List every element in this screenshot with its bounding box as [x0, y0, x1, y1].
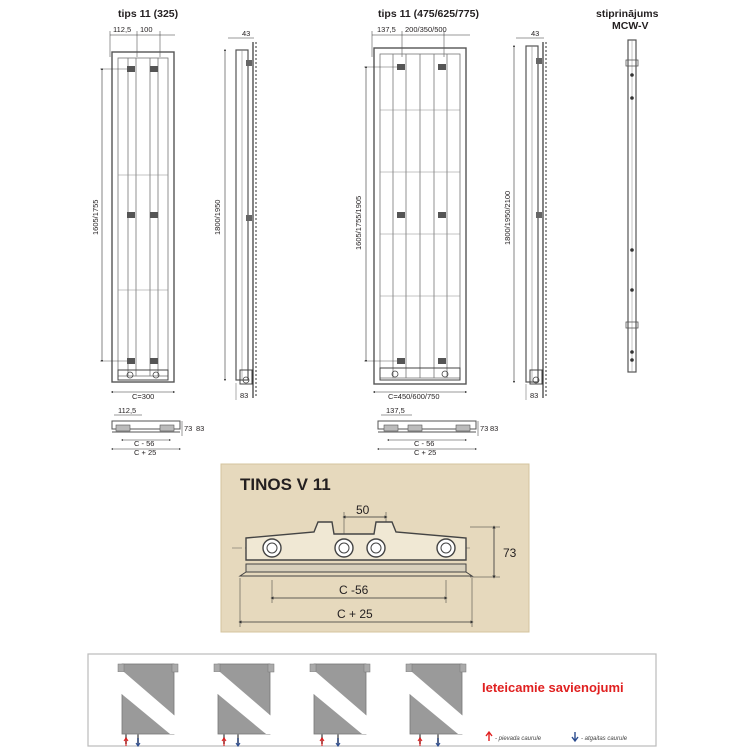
dim-c300: C=300	[132, 392, 154, 401]
detail-panel: TINOS V 11 50 73 C -56 C	[220, 463, 530, 633]
plan-dim-top: 112,5	[118, 406, 136, 415]
dim-height-r: 1605/1755/1905	[354, 196, 363, 250]
legend-supply-label: - pievada caurule	[495, 736, 542, 742]
legend-supply: - pievada caurule	[485, 730, 542, 742]
bracket-title-1: stiprinājums	[596, 8, 659, 20]
plan-dim-c25: C + 25	[134, 448, 156, 457]
plan-dim-73-r: 73	[480, 424, 488, 433]
dim-top-b-r: 200/350/500	[405, 25, 447, 34]
return-arrow-icon	[235, 738, 241, 747]
connections-legend: Ieteicamie savienojumi - pievada caurule…	[87, 653, 657, 747]
front-view-325: tips 11 (325) 112,5 100 1605/1755	[91, 8, 178, 401]
bracket-title-2: MCW-V	[612, 20, 649, 32]
connection-variant-4	[400, 663, 470, 747]
plan-dim-c56-r: C - 56	[414, 439, 434, 448]
legend-return-label: - atgaitas caurule	[581, 736, 628, 742]
detail-title: TINOS V 11	[240, 475, 331, 494]
connection-variant-2	[208, 663, 278, 747]
plan-dim-83-r: 83	[490, 424, 498, 433]
side-view-475-775: 43 1800/1950/2100 83	[503, 29, 547, 400]
title-tips-325: tips 11 (325)	[118, 8, 178, 20]
return-arrow-icon	[435, 738, 441, 747]
dim-side-height-r: 1800/1950/2100	[503, 191, 512, 245]
radiator-outline	[111, 51, 175, 383]
supply-arrow-icon	[123, 737, 129, 746]
supply-arrow-icon	[221, 737, 227, 746]
return-arrow-icon	[335, 738, 341, 747]
plan-view-475-775: 137,5 C - 56 C + 25 73 83	[377, 406, 498, 457]
supply-arrow-icon	[417, 737, 423, 746]
plan-dim-73: 73	[184, 424, 192, 433]
plan-dim-c56: C - 56	[134, 439, 154, 448]
connection-variant-3	[304, 663, 374, 747]
dim-side-top: 43	[242, 29, 250, 38]
legend-return: - atgaitas caurule	[571, 732, 628, 743]
detail-dim-c25: C + 25	[337, 607, 373, 621]
dim-top-a: 112,5	[113, 25, 131, 34]
dim-c450: C=450/600/750	[388, 392, 440, 401]
front-view-475-775: tips 11 (475/625/775) 137,5 200/350/500 …	[354, 8, 479, 401]
dim-top-a-r: 137,5	[377, 25, 396, 34]
return-arrow-icon	[135, 738, 141, 747]
legend-title: Ieteicamie savienojumi	[482, 680, 624, 695]
plan-view-325: 112,5 C - 56 C + 25 73 83	[111, 406, 204, 457]
plan-dim-83: 83	[196, 424, 204, 433]
bracket-mcw-v: stiprinājums MCW-V	[596, 8, 659, 373]
title-tips-475: tips 11 (475/625/775)	[378, 8, 479, 20]
dim-side-bottom: 83	[240, 391, 248, 400]
dim-side-height: 1800/1950	[213, 200, 222, 235]
plan-dim-c25-r: C + 25	[414, 448, 436, 457]
side-view-325: 43 1800/1950 83	[213, 29, 257, 400]
detail-dim-c56: C -56	[339, 583, 369, 597]
detail-dim-73: 73	[503, 546, 517, 560]
connection-variant-1	[112, 663, 182, 747]
radiator-outline-r	[373, 47, 467, 385]
dim-side-bottom-r: 83	[530, 391, 538, 400]
detail-dim-50: 50	[356, 503, 370, 517]
supply-arrow-icon	[319, 737, 325, 746]
dim-height: 1605/1755	[91, 200, 100, 235]
dim-side-top-r: 43	[531, 29, 539, 38]
dim-top-b: 100	[140, 25, 153, 34]
plan-dim-top-r: 137,5	[386, 406, 405, 415]
